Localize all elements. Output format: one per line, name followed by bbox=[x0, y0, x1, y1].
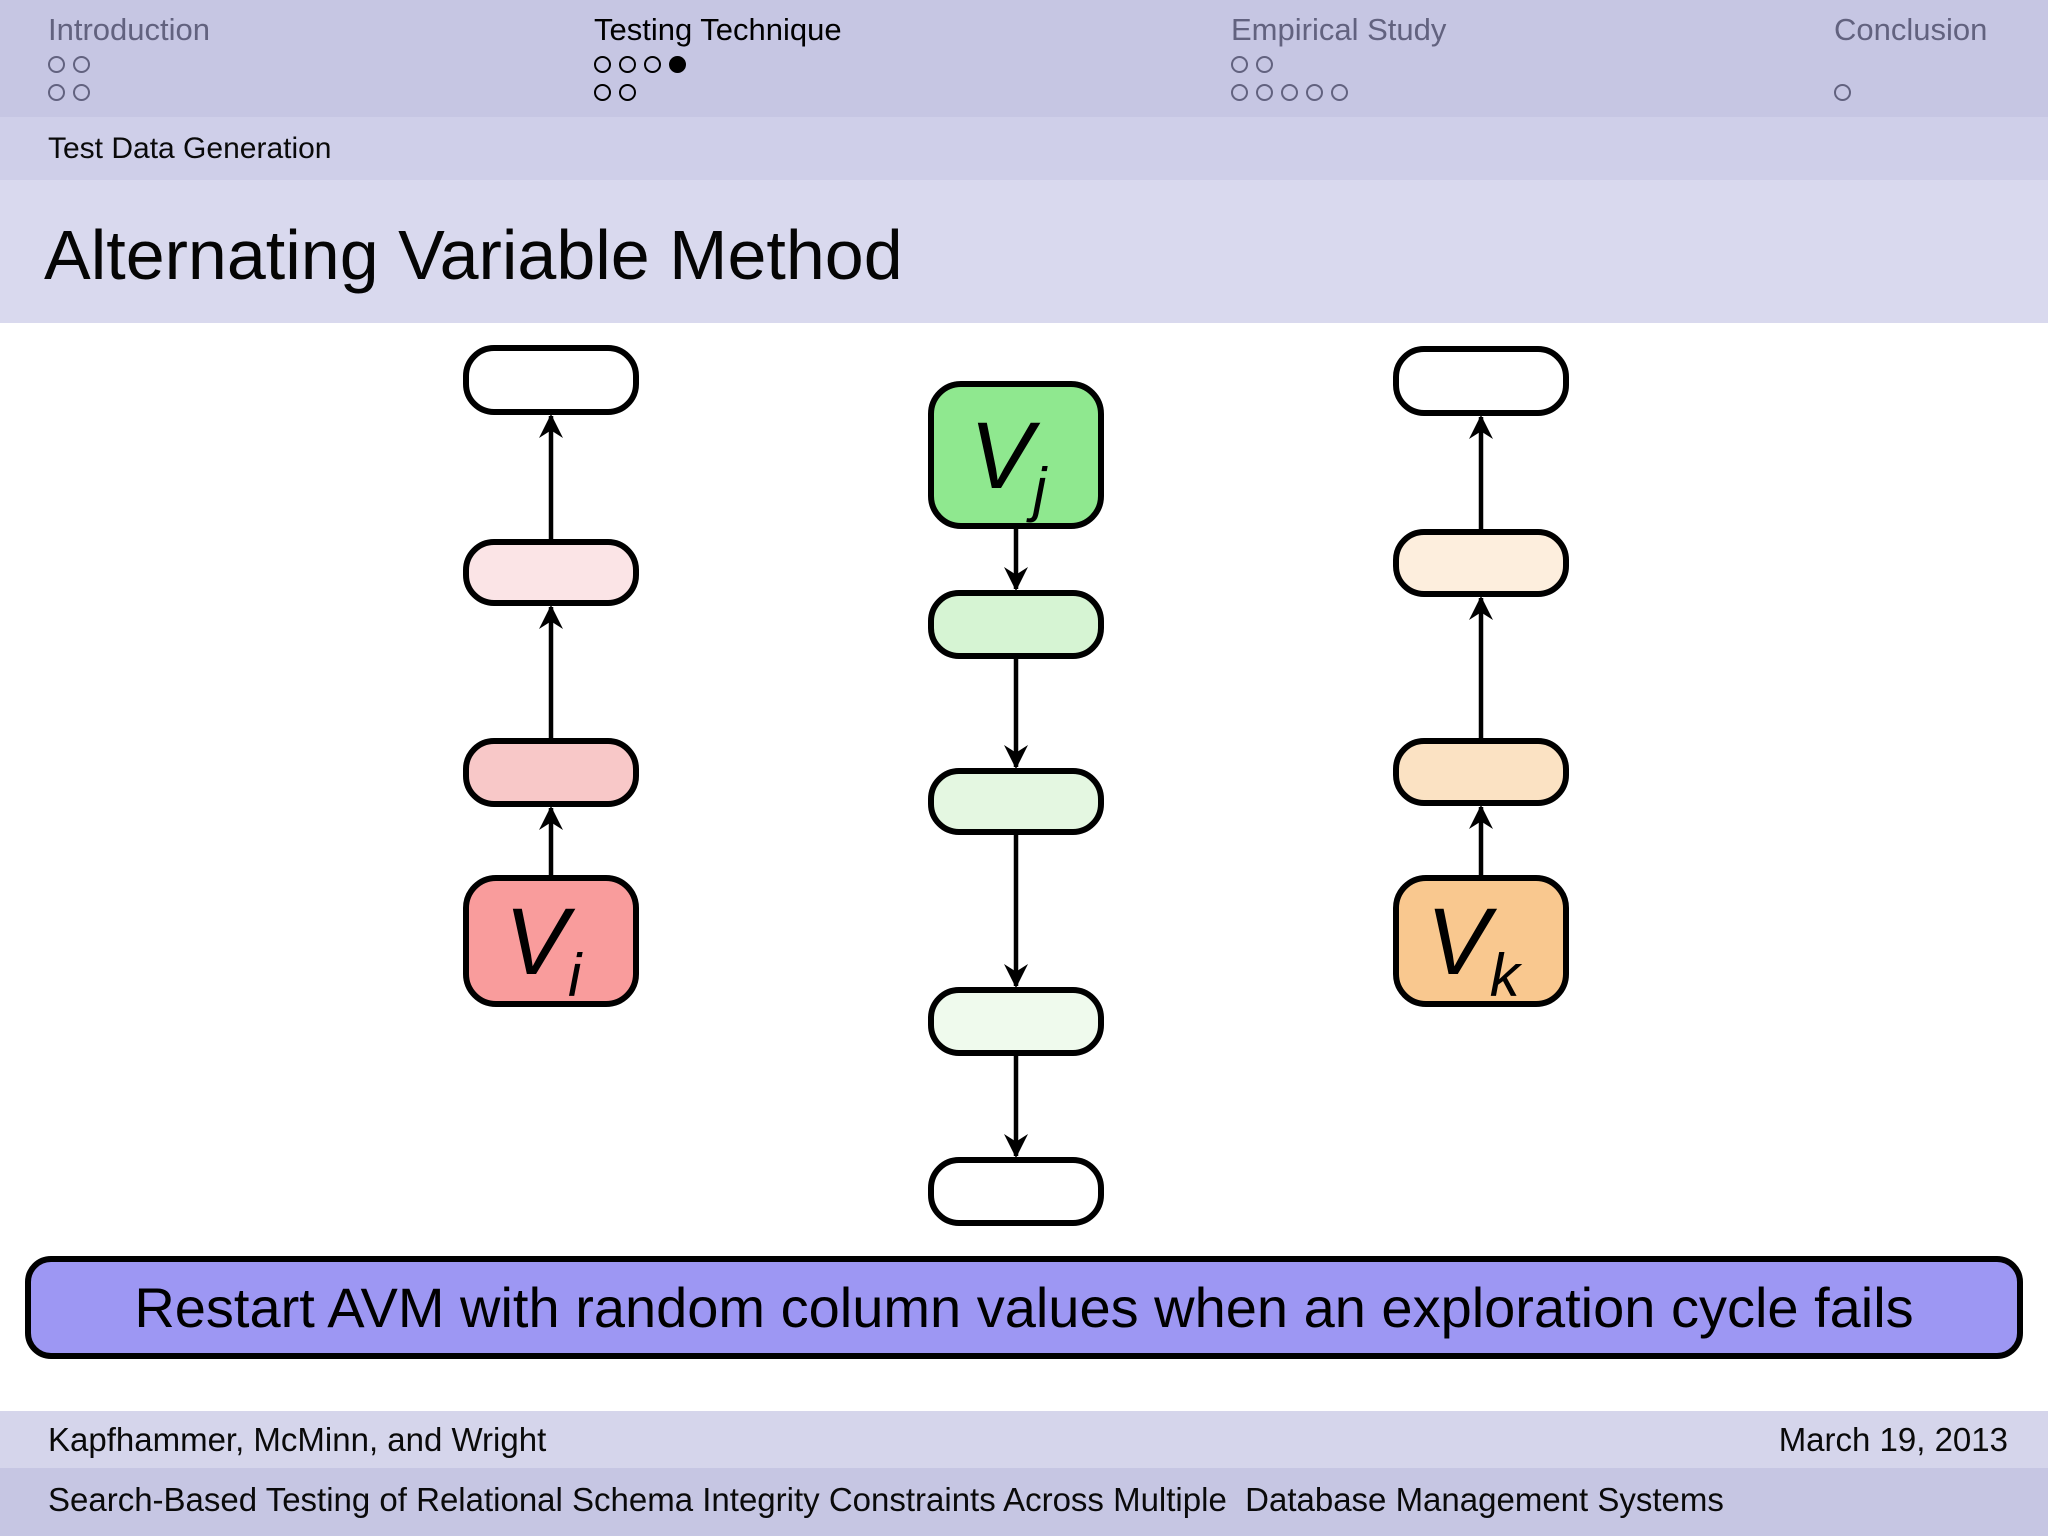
frame-dot-icon[interactable] bbox=[1834, 84, 1851, 101]
footer-authors: Kapfhammer, McMinn, and Wright bbox=[48, 1420, 547, 1458]
frame-dot-icon[interactable] bbox=[48, 56, 65, 73]
note-banner: Restart AVM with random column values wh… bbox=[25, 1256, 2023, 1359]
node-label-variable-j: Vj bbox=[970, 403, 1048, 523]
node-variable-j-0 bbox=[928, 381, 1104, 529]
nav-section-label-testing-technique[interactable]: Testing Technique bbox=[594, 12, 842, 47]
frame-dot-icon[interactable] bbox=[1306, 84, 1323, 101]
node-label-variable-k: Vk bbox=[1426, 889, 1522, 1009]
node-variable-i-3 bbox=[463, 875, 639, 1007]
frame-dot-icon[interactable] bbox=[1231, 56, 1248, 73]
node-variable-k-1 bbox=[1393, 529, 1569, 597]
node-variable-i-1 bbox=[463, 539, 639, 606]
frame-dot-icon[interactable] bbox=[644, 56, 661, 73]
nav-frame-row bbox=[1834, 84, 1987, 103]
slide-title: Alternating Variable Method bbox=[44, 215, 903, 294]
node-variable-i-2 bbox=[463, 738, 639, 807]
footer-authors-bar: Kapfhammer, McMinn, and Wright March 19,… bbox=[0, 1411, 2048, 1468]
nav-frame-row bbox=[48, 56, 210, 75]
frame-dot-icon[interactable] bbox=[73, 84, 90, 101]
nav-section-testing-technique[interactable]: Testing Technique bbox=[594, 13, 842, 103]
nav-section-label-empirical-study[interactable]: Empirical Study bbox=[1231, 12, 1447, 47]
nav-frame-row bbox=[48, 84, 210, 103]
frame-dot-icon[interactable] bbox=[48, 84, 65, 101]
node-variable-i-0 bbox=[463, 345, 639, 415]
nav-section-label-introduction[interactable]: Introduction bbox=[48, 12, 210, 47]
frame-dot-icon[interactable] bbox=[1256, 56, 1273, 73]
nav-frame-row bbox=[1231, 84, 1446, 103]
frame-dot-icon[interactable] bbox=[594, 84, 611, 101]
node-variable-j-3 bbox=[928, 987, 1104, 1056]
node-variable-k-2 bbox=[1393, 738, 1569, 806]
note-banner-text: Restart AVM with random column values wh… bbox=[134, 1276, 1914, 1339]
footer-date: March 19, 2013 bbox=[1778, 1420, 2008, 1458]
frame-dot-icon[interactable] bbox=[619, 84, 636, 101]
subsection-title: Test Data Generation bbox=[48, 131, 332, 165]
frame-dot-current-icon[interactable] bbox=[669, 56, 686, 73]
frame-dot-icon[interactable] bbox=[619, 56, 636, 73]
node-variable-k-0 bbox=[1393, 346, 1569, 416]
frame-dot-icon[interactable] bbox=[1281, 84, 1298, 101]
node-variable-j-1 bbox=[928, 590, 1104, 659]
node-variable-j-2 bbox=[928, 768, 1104, 835]
nav-section-conclusion[interactable]: Conclusion bbox=[1834, 13, 1987, 103]
frame-dot-icon[interactable] bbox=[1331, 84, 1348, 101]
nav-frame-row bbox=[1231, 56, 1446, 75]
frame-dot-icon[interactable] bbox=[1231, 84, 1248, 101]
subsection-bar: Test Data Generation bbox=[0, 117, 2048, 180]
nav-bar: Introduction Testing Technique Empirical S… bbox=[0, 0, 2048, 117]
node-label-variable-i: Vi bbox=[505, 889, 583, 1009]
nav-section-empirical-study[interactable]: Empirical Study bbox=[1231, 13, 1446, 103]
frame-dot-icon[interactable] bbox=[1256, 84, 1273, 101]
nav-section-label-conclusion[interactable]: Conclusion bbox=[1834, 12, 1988, 47]
node-variable-k-3 bbox=[1393, 875, 1569, 1007]
node-variable-j-4 bbox=[928, 1157, 1104, 1226]
nav-frame-row bbox=[594, 84, 842, 103]
frame-dot-icon[interactable] bbox=[594, 56, 611, 73]
nav-frame-row bbox=[594, 56, 842, 75]
footer-paper-title: Search-Based Testing of Relational Schem… bbox=[48, 1481, 1724, 1518]
nav-section-introduction[interactable]: Introduction bbox=[48, 13, 210, 103]
footer-title-bar: Search-Based Testing of Relational Schem… bbox=[0, 1468, 2048, 1536]
title-band: Alternating Variable Method bbox=[0, 180, 2048, 323]
frame-dot-icon[interactable] bbox=[73, 56, 90, 73]
